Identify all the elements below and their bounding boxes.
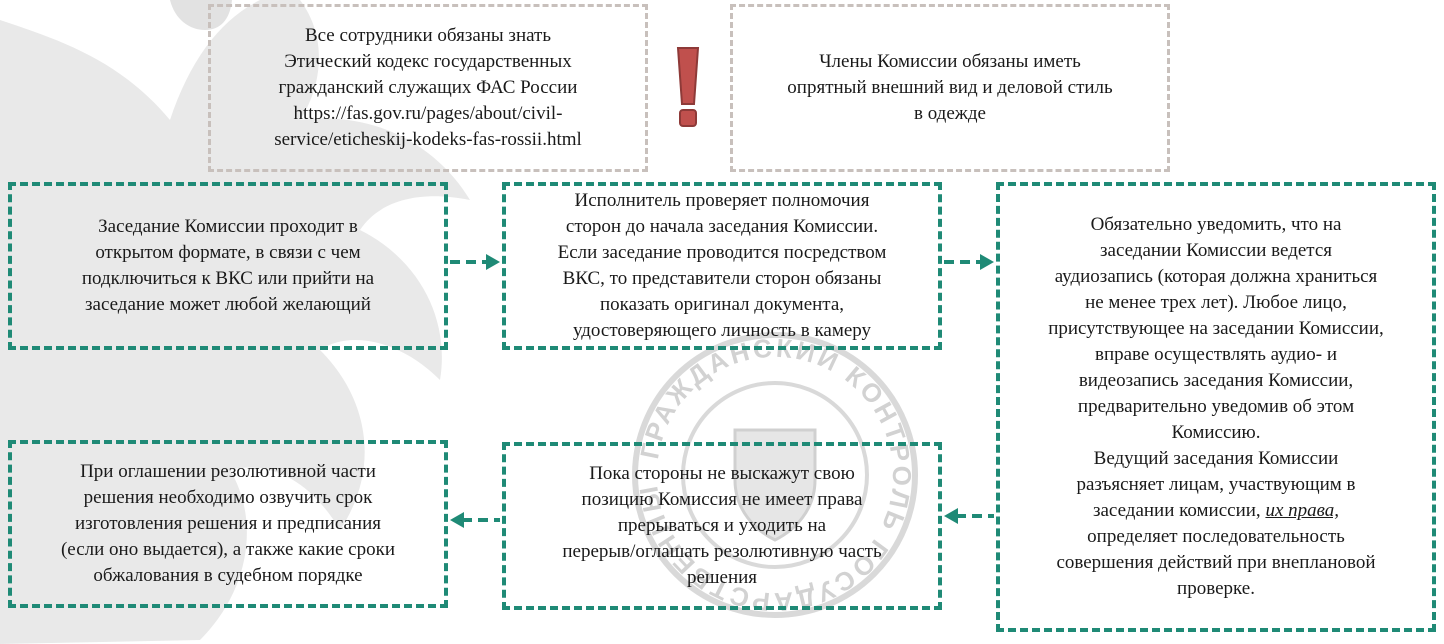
arrow-left-icon — [944, 508, 994, 524]
step-open-meeting-text: Заседание Комиссии проходит в открытом ф… — [81, 216, 375, 315]
arrow-right-icon — [450, 254, 500, 270]
step-no-break: Пока стороны не выскажут свою позицию Ко… — [502, 442, 942, 610]
step-announce-terms: При оглашении резолютивной части решения… — [8, 440, 448, 608]
dress-code-note: Члены Комиссии обязаны иметь опрятный вн… — [730, 4, 1170, 172]
step-announce-terms-text: При оглашении резолютивной части решения… — [60, 461, 396, 586]
step-verify-authority-text: Исполнитель проверяет полномочия сторон … — [557, 190, 887, 341]
ethics-code-note-text: Все сотрудники обязаны знать Этический к… — [274, 25, 582, 150]
exclamation-icon — [676, 47, 700, 127]
arrow-left-icon — [450, 512, 500, 528]
step-audio-recording: Обязательно уведомить, что на заседании … — [996, 182, 1436, 632]
step-audio-recording-text: Обязательно уведомить, что на заседании … — [1048, 214, 1384, 599]
step-open-meeting: Заседание Комиссии проходит в открытом ф… — [8, 182, 448, 350]
ethics-code-note: Все сотрудники обязаны знать Этический к… — [208, 4, 648, 172]
dress-code-note-text: Члены Комиссии обязаны иметь опрятный вн… — [787, 51, 1113, 124]
rights-link[interactable]: их права, — [1265, 500, 1339, 521]
step-no-break-text: Пока стороны не выскажут свою позицию Ко… — [562, 463, 882, 588]
arrow-right-icon — [944, 254, 994, 270]
step-verify-authority: Исполнитель проверяет полномочия сторон … — [502, 182, 942, 350]
